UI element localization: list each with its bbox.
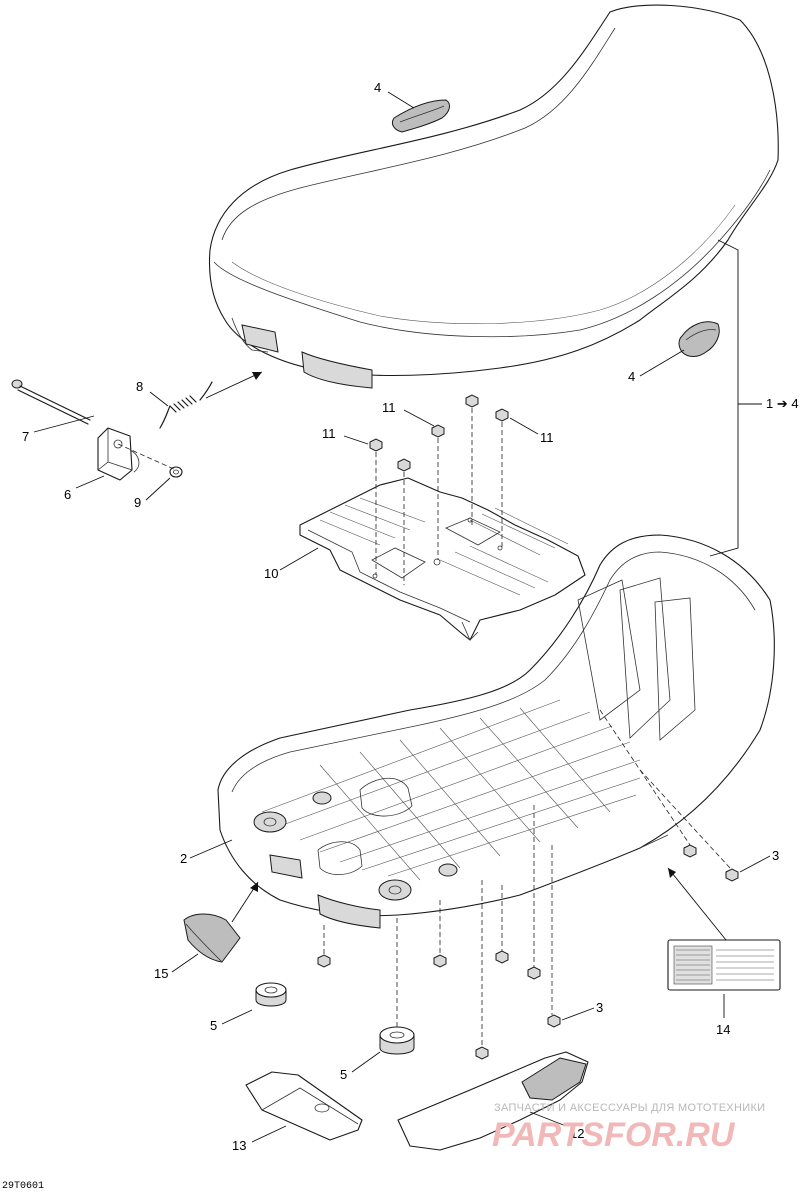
hinge-bracket[interactable] — [97, 427, 140, 481]
callout-7: 7 — [22, 429, 29, 444]
hinge-washer[interactable] — [169, 466, 183, 478]
callout-8: 8 — [136, 379, 143, 394]
callout-6: 6 — [64, 487, 71, 502]
callout-11-c: 11 — [540, 430, 554, 445]
direction-arrows — [205, 371, 727, 941]
bottom-cover[interactable] — [397, 1051, 589, 1151]
side-cover[interactable] — [183, 913, 241, 963]
callout-15: 15 — [154, 966, 168, 981]
callout-5-right: 5 — [340, 1067, 347, 1082]
callout-4-top: 4 — [374, 80, 381, 95]
grab-handle-side[interactable] — [678, 321, 720, 357]
floor-plate[interactable] — [299, 477, 586, 641]
assembly-range-bracket — [709, 239, 762, 557]
warning-label[interactable] — [667, 939, 781, 991]
callout-4-side: 4 — [628, 369, 635, 384]
callout-9: 9 — [134, 495, 141, 510]
seat-base[interactable] — [217, 534, 775, 929]
leader-lines — [33, 91, 771, 1143]
figure-code: 29T0601 — [2, 1181, 44, 1192]
rubber-bumper-right[interactable] — [379, 1026, 415, 1055]
callout-1-to-4: 1 ➔ 4 — [766, 396, 799, 411]
flange-nuts[interactable] — [369, 394, 509, 472]
hinge-pin-bolt[interactable] — [11, 379, 91, 425]
hinge-spring[interactable] — [159, 381, 213, 429]
callout-11-a: 11 — [382, 400, 396, 415]
rubber-bumper-left[interactable] — [255, 982, 287, 1007]
callout-10: 10 — [264, 566, 278, 581]
callout-13: 13 — [232, 1138, 246, 1153]
callout-3-bottom: 3 — [596, 1000, 603, 1015]
callout-12: 12 — [570, 1126, 584, 1141]
callout-5-left: 5 — [210, 1018, 217, 1033]
watermark-brand: PARTSFOR.RU — [492, 1116, 736, 1154]
bottom-plate[interactable] — [245, 1071, 363, 1141]
seat-cushion[interactable] — [209, 4, 779, 389]
watermark-tagline: ЗАПЧАСТИ И АКСЕССУАРЫ ДЛЯ МОТОТЕХНИКИ — [494, 1102, 765, 1114]
callout-14: 14 — [716, 1022, 730, 1037]
callout-11-b: 11 — [322, 426, 336, 441]
callout-2: 2 — [180, 851, 187, 866]
callout-3-right: 3 — [772, 848, 779, 863]
grab-handle-top[interactable] — [391, 99, 450, 133]
base-fasteners[interactable] — [317, 844, 739, 1060]
